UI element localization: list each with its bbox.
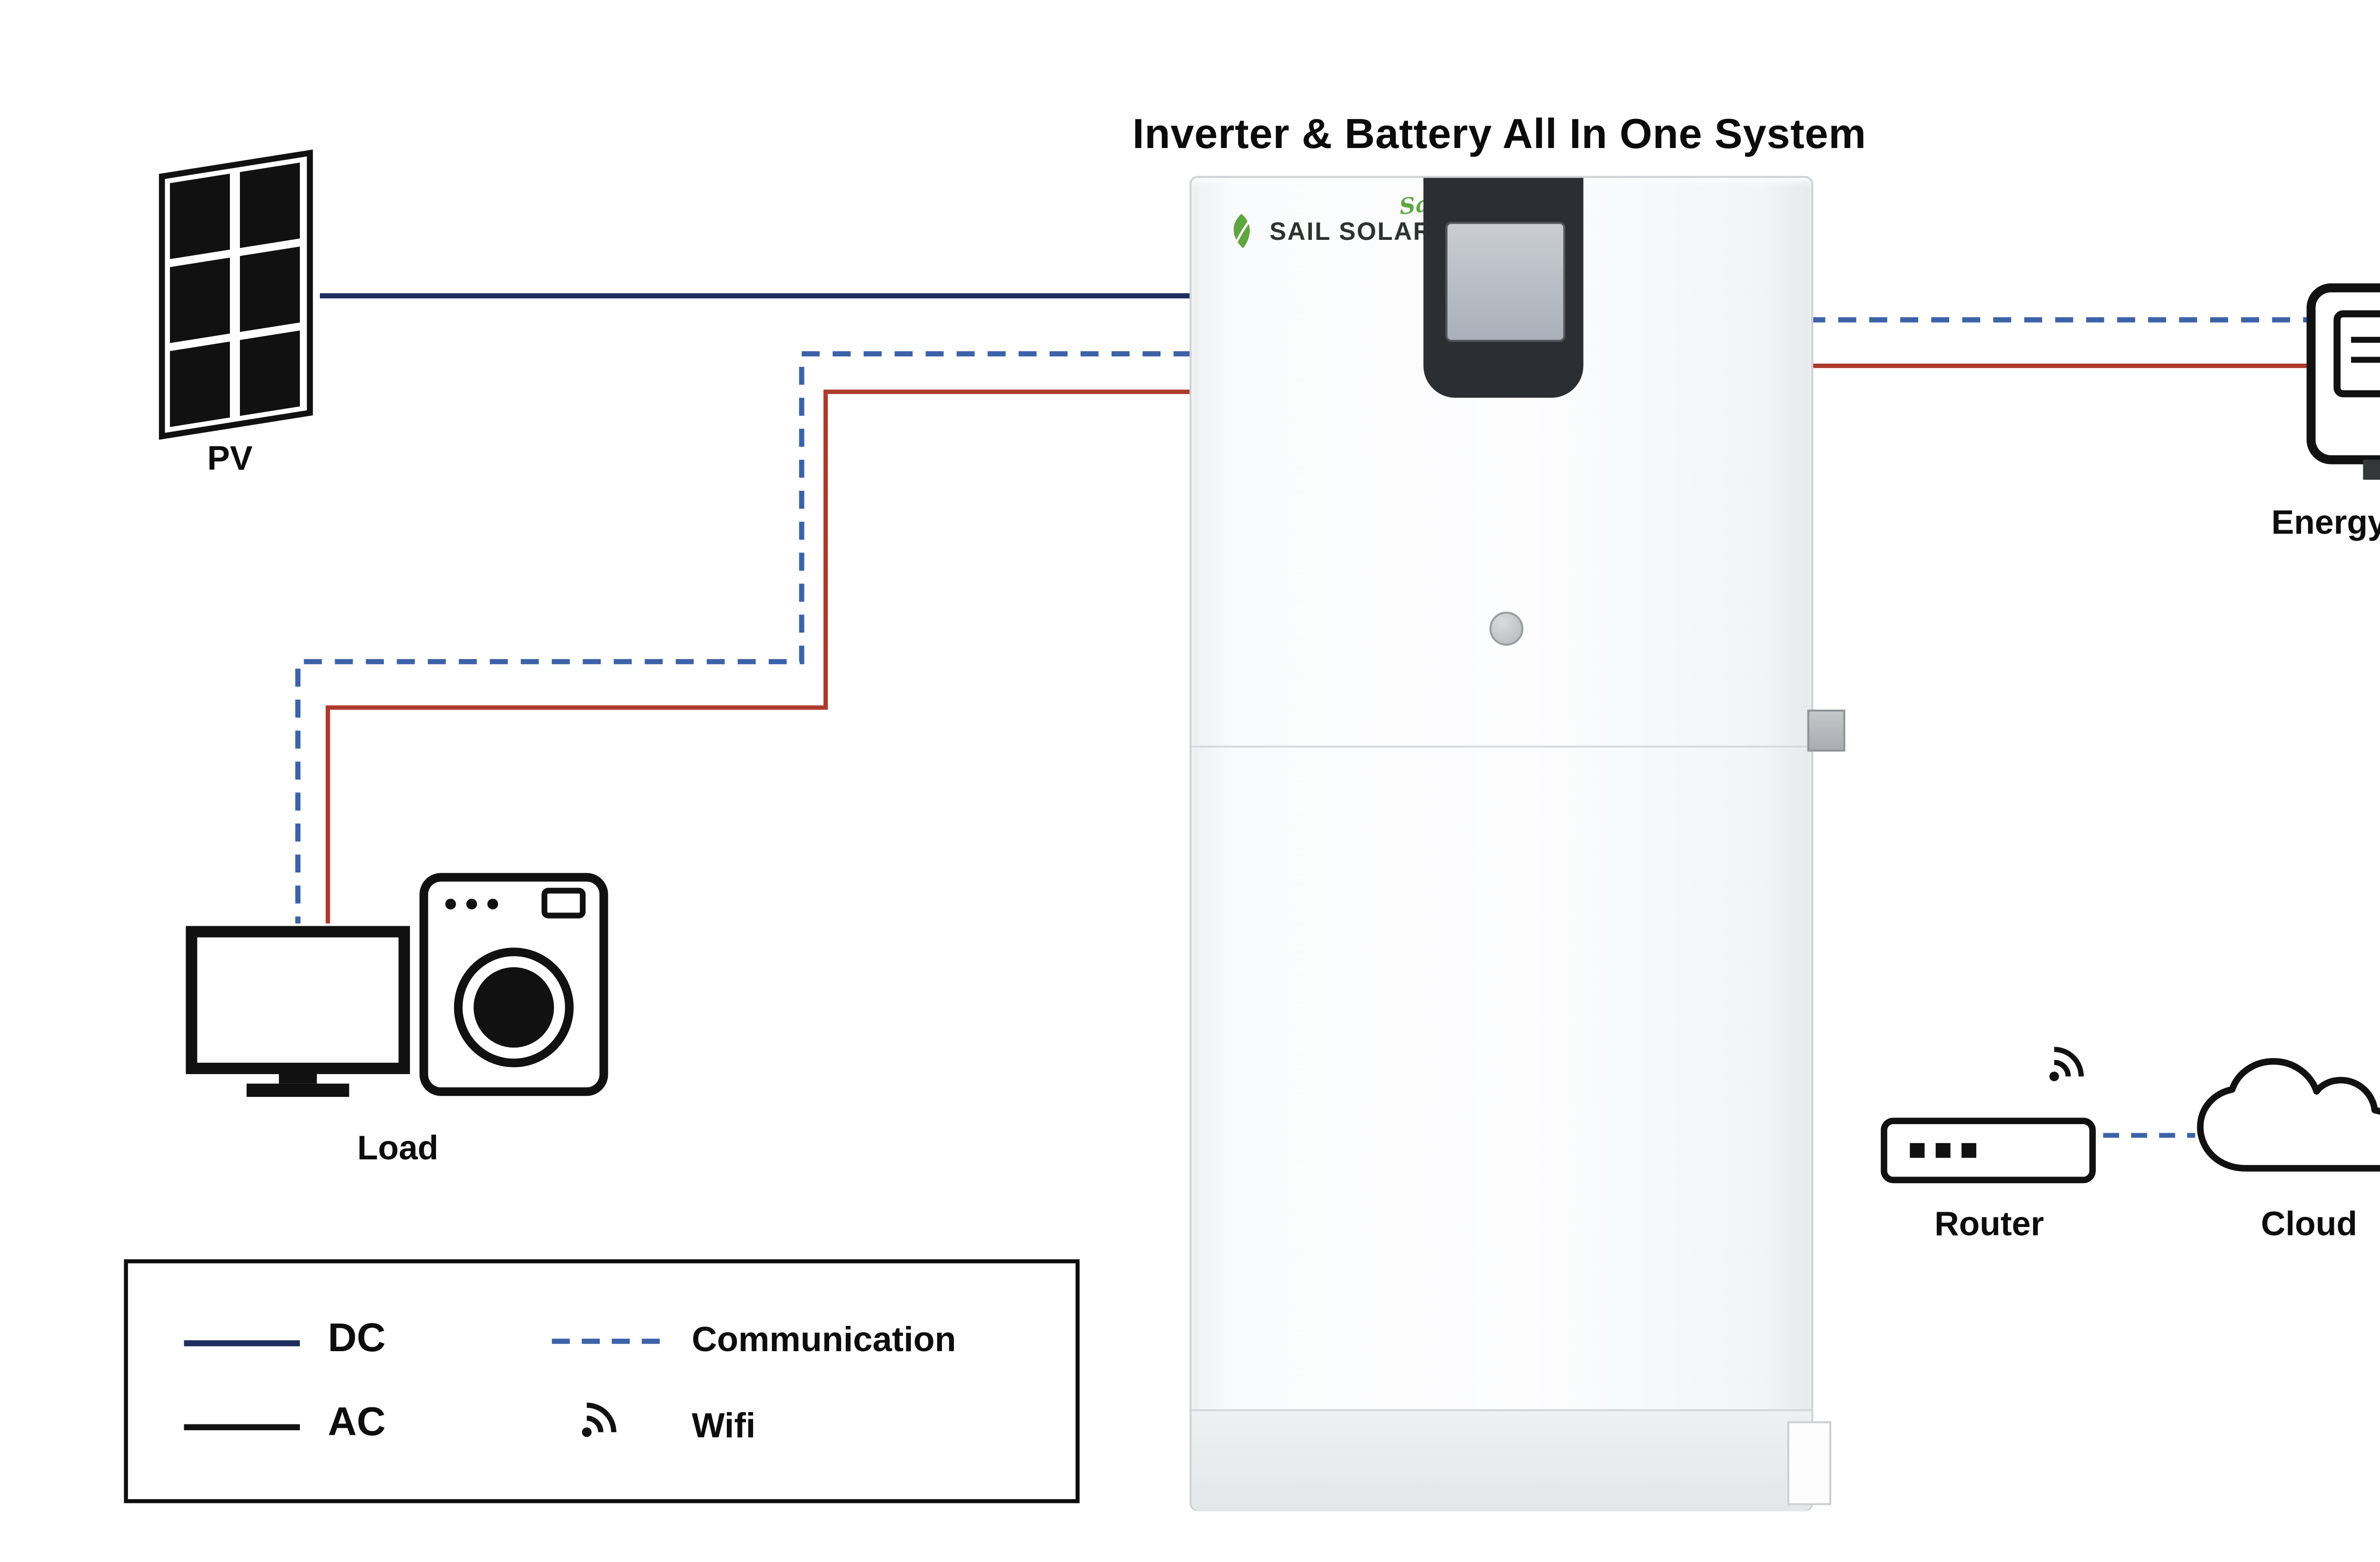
legend-communication-sample	[552, 1338, 668, 1344]
pv-label: PV	[207, 439, 253, 478]
comm-wire-inverter-load	[295, 351, 1192, 924]
unit-seam	[1191, 745, 1812, 748]
legend: DC Communication AC Wifi	[124, 1259, 1080, 1503]
cloud-icon	[2197, 1058, 2380, 1172]
inverter-unit: SAIL SOLAR Sail	[1190, 176, 1845, 1512]
legend-communication-label: Communication	[692, 1319, 956, 1359]
energy-meter-label: Energy Meter	[2271, 504, 2380, 542]
legend-ac-label: AC	[327, 1401, 386, 1445]
display-bezel	[1423, 178, 1584, 398]
mounting-bracket-icon	[1807, 709, 1845, 752]
brand-leaf-icon	[1233, 214, 1251, 248]
load-label: Load	[357, 1129, 439, 1167]
legend-ac-sample	[184, 1424, 300, 1431]
router-label: Router	[1934, 1205, 2044, 1244]
cloud-label: Cloud	[2261, 1205, 2358, 1244]
monitor-icon	[186, 926, 410, 1097]
brand-logo: SAIL SOLAR Sail	[1223, 189, 1448, 254]
power-button	[1489, 612, 1524, 646]
diagram-title: Inverter & Battery All In One System	[1132, 112, 1866, 158]
base-foot	[1787, 1421, 1832, 1505]
display-screen	[1445, 222, 1566, 342]
router-icon	[1881, 1117, 2096, 1184]
legend-wifi-icon	[582, 1403, 616, 1437]
legend-dc-label: DC	[327, 1317, 386, 1362]
brand-name: SAIL SOLAR	[1269, 217, 1433, 246]
legend-dc-sample	[184, 1340, 300, 1346]
energy-meter-icon	[2306, 283, 2380, 480]
pv-icon	[159, 149, 313, 440]
unit-base	[1191, 1409, 1812, 1512]
washing-machine-icon	[419, 873, 608, 1096]
router-wifi-icon	[2049, 1047, 2084, 1081]
ac-wire-inverter-load	[326, 389, 1192, 924]
legend-wifi-label: Wifi	[692, 1405, 756, 1445]
